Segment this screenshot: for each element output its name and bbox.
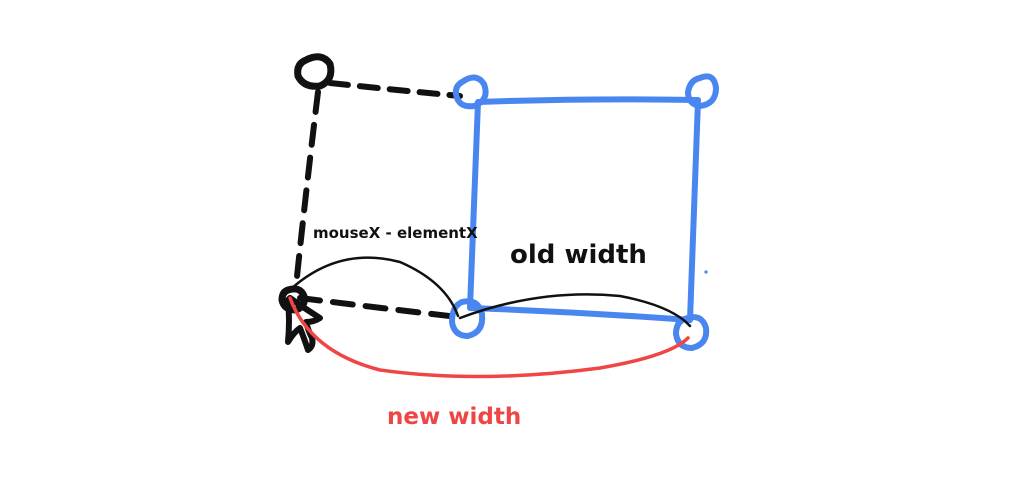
element-handle-top-right xyxy=(685,73,719,109)
ghost-handle-top-left xyxy=(294,53,335,90)
stray-blue-dot xyxy=(704,270,708,274)
element-handle-bottom-left xyxy=(449,298,486,339)
ghost-box-left-edge xyxy=(293,89,321,289)
measure-arcs xyxy=(290,256,692,328)
element-handle-top-left xyxy=(452,74,489,110)
new-width-label: new width xyxy=(387,404,521,430)
ghost-box-bottom-edge xyxy=(297,295,461,320)
element-box xyxy=(449,73,719,351)
element-box-outline xyxy=(467,96,701,323)
ghost-box-top-edge xyxy=(327,80,463,99)
old-width-label: old width xyxy=(510,240,647,270)
old-width-arc xyxy=(458,293,692,328)
mouse-cursor-icon xyxy=(285,295,323,353)
new-width-arc xyxy=(288,296,690,379)
mouse-minus-element-arc xyxy=(290,256,460,318)
ghost-box xyxy=(293,80,463,320)
element-handle-bottom-right xyxy=(673,314,710,351)
ghost-handles xyxy=(278,53,335,314)
mouse-minus-element-label: mouseX - elementX xyxy=(313,224,478,242)
